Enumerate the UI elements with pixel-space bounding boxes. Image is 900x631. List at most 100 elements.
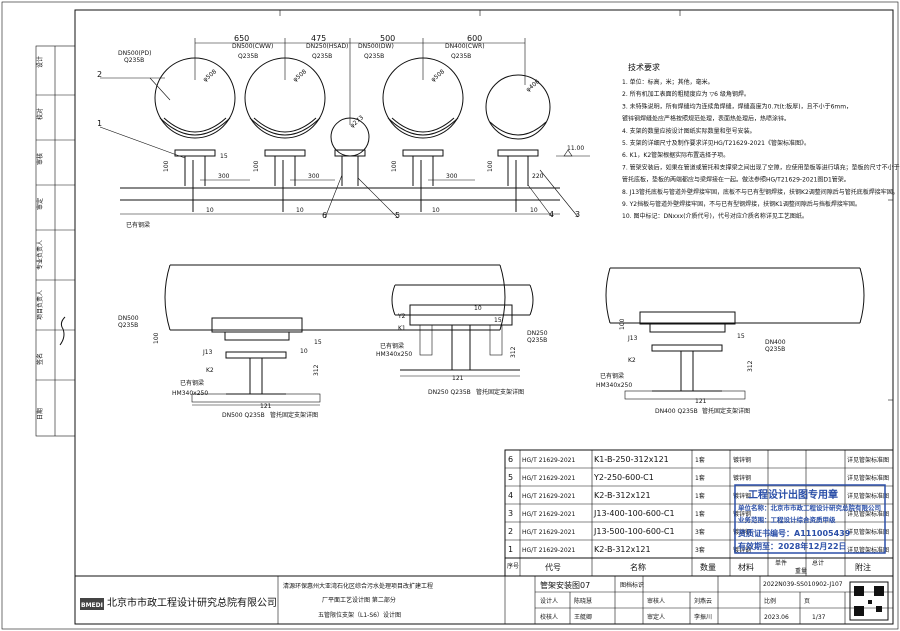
- pipe-dn400: [485, 74, 551, 140]
- strip-label: 审核: [36, 153, 44, 165]
- designer-label: 设计人: [540, 597, 558, 605]
- approver-label: 审定人: [647, 613, 665, 621]
- detail-label: K2: [628, 357, 636, 364]
- notes-title: 技术要求: [628, 62, 660, 72]
- detail-label: 312: [313, 364, 320, 376]
- stamp-cert: 资质证书编号：A111005439: [738, 528, 851, 538]
- technical-notes: 技术要求 1. 单位：标高，米；其他，毫米。2. 所有机加工表面的粗糙度应为 ▽…: [622, 62, 900, 220]
- bom-header-weight: 重量: [795, 567, 807, 575]
- detail-dn250: Y2 K1 已有钢梁 HM340x250 312 121 10 15 DN250…: [376, 284, 548, 396]
- detail-label: 15: [737, 333, 745, 340]
- signature-strip: 设计 校对 审核 审定 专业负责人 项目负责人 签名 日期: [35, 45, 76, 437]
- pipe-dia: φ508: [430, 68, 446, 83]
- bom-header-qty: 数量: [700, 562, 716, 572]
- bom-header-code: 代号: [545, 562, 561, 572]
- pipe-mat: Q235B: [124, 57, 144, 64]
- strip-label: 签名: [36, 353, 44, 365]
- bom-name: K2-B-312x121: [594, 545, 651, 554]
- detail-caption: DN400 Q235B: [655, 408, 698, 415]
- note-line: 7. 管架安装后，如果在管道或管托和支撑梁之间出现了空隙，应使用垫板等进行填充；…: [622, 163, 900, 171]
- bom-note: 详见管架标准图: [847, 456, 889, 464]
- date: 2023.06: [764, 614, 789, 621]
- dim-label: 10: [530, 207, 538, 214]
- bom-qty: 1套: [695, 492, 705, 500]
- pipe-mat: Q235B: [312, 53, 332, 60]
- spacing-label: 600: [467, 34, 482, 43]
- note-line: 6. K1，K2管架根据实际布置选择子项。: [622, 151, 729, 159]
- bom-header-seq: 序号: [507, 562, 519, 570]
- dim-label: 300: [218, 173, 230, 180]
- drawing-title: 五管限位支架（L1-S6）设计图: [318, 611, 401, 619]
- bom-code: HG/T 21629-2021: [522, 475, 575, 482]
- callout: 1: [97, 119, 102, 128]
- callout: 2: [97, 70, 102, 79]
- strip-label: 审定: [36, 198, 44, 210]
- bom-qty: 3套: [695, 546, 705, 554]
- detail-caption: DN500 Q235B: [222, 412, 265, 419]
- bom-code: HG/T 21629-2021: [522, 547, 575, 554]
- detail-label: 15: [494, 317, 502, 324]
- stamp-range: 业务范围：工程设计综合资质甲级: [738, 515, 836, 524]
- detail-label: 已有钢梁: [380, 342, 404, 350]
- bom-note: 详见管架标准图: [847, 528, 889, 536]
- bom-mat: 镀锌钢: [733, 492, 751, 500]
- bom-mat: 镀锌钢: [733, 546, 751, 554]
- stamp-title: 工程设计出图专用章: [748, 488, 838, 501]
- note-line: 2. 所有机加工表面的粗糙度应为 ▽6 级角钢焊。: [622, 90, 750, 98]
- pipe-dn500-dw: [382, 57, 464, 139]
- stamp-unit: 单位名称：北京市市政工程设计研究总院有限公司: [738, 503, 881, 512]
- note-line: 镀锌钢焊缝处应严格按照规范处理，表面热处理后，热喷涂锌。: [622, 115, 790, 123]
- note-line: 5. 支架的详细尺寸及制作要求详见HG/T21629-2021《管架标准图》。: [622, 139, 810, 147]
- bom-header-total: 总计: [812, 559, 824, 567]
- bom-mat: 镀锌钢: [733, 456, 751, 464]
- pipe-mat: Q235B: [364, 53, 384, 60]
- checker-label: 校核人: [540, 613, 558, 621]
- approver-name: 李振川: [694, 613, 712, 621]
- spacing-label: 650: [234, 34, 249, 43]
- bom-mat: 镀锌钢: [733, 528, 751, 536]
- bom-seq: 5: [508, 473, 513, 482]
- pipe-label: DN250(HSAD): [306, 43, 348, 50]
- dim-label: 300: [446, 173, 458, 180]
- beam-label: 已有钢梁: [126, 221, 150, 229]
- detail-label: 121: [452, 375, 464, 382]
- bom-seq: 1: [508, 545, 513, 554]
- project-subtitle: 厂平面工艺设计图 第二部分: [322, 596, 396, 604]
- strip-label: 设计: [36, 56, 44, 68]
- bom-qty: 3套: [695, 528, 705, 536]
- pipe-mat: Q235B: [451, 53, 471, 60]
- pipe-label: DN400(CWR): [445, 43, 485, 50]
- logo-text: BMEDI: [81, 602, 103, 609]
- detail-sub: 管托固定支架详图: [702, 407, 750, 415]
- sheet-no: 1/37: [812, 614, 826, 621]
- dim-label: 300: [308, 173, 320, 180]
- dim-label: 100: [253, 160, 260, 172]
- detail-label: 已有钢梁: [600, 372, 624, 380]
- strip-label: 日期: [36, 408, 44, 420]
- sheet-label: 页: [804, 598, 810, 605]
- bom-header-name: 名称: [630, 562, 646, 572]
- company-name: 北京市市政工程设计研究总院有限公司: [107, 596, 277, 609]
- detail-label: 已有钢梁: [180, 379, 204, 387]
- bom-code: HG/T 21629-2021: [522, 457, 575, 464]
- pipe-dia: φ508: [202, 68, 218, 83]
- drawing-no: 2022N039-SS010902-J107: [763, 581, 843, 588]
- bom-mat: 镀锌钢: [733, 510, 751, 518]
- pipe-label: DN500(DW): [358, 43, 394, 50]
- detail-sub: 管托固定支架详图: [476, 388, 524, 396]
- scale-label: 比例: [764, 597, 776, 605]
- top-elevation: 650 475 500 600 已有: [97, 34, 590, 229]
- detail-label: J13: [202, 349, 213, 356]
- spacing-label: 500: [380, 34, 395, 43]
- detail-label: 312: [747, 360, 754, 372]
- bom-name: Y2-250-600-C1: [593, 473, 654, 482]
- dim-label: 220: [532, 173, 544, 180]
- detail-label: J13: [627, 335, 638, 342]
- bom-seq: 3: [508, 509, 513, 518]
- bom-seq: 2: [508, 527, 513, 536]
- dim-label: 10: [432, 207, 440, 214]
- detail-label: 312: [510, 346, 517, 358]
- drawing-no-label: 图档标识: [620, 581, 644, 589]
- note-line: 9. Y2挡板与管道外壁焊接牢固，不与已有型钢焊接，扶钢K1调整间隙后与挡板焊接…: [622, 200, 861, 208]
- detail-label: HM340x250: [172, 390, 208, 397]
